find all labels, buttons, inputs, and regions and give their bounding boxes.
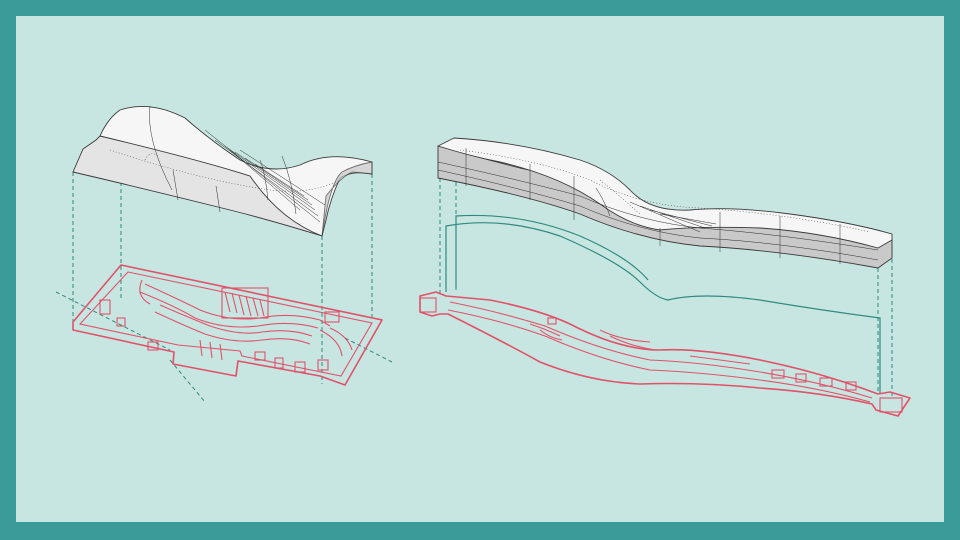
right-section-curve: [445, 214, 881, 394]
right-floor-plan: [419, 291, 911, 417]
left-canopy-surface: [72, 105, 373, 237]
left-floor-plan: [72, 264, 383, 386]
left-axonometric: [55, 105, 393, 403]
right-axonometric: [419, 137, 911, 417]
left-plan-hatch: [221, 287, 269, 319]
right-canopy-volume: [437, 137, 893, 269]
diagram-canvas: [16, 16, 944, 522]
left-projection-lines: [55, 112, 393, 403]
